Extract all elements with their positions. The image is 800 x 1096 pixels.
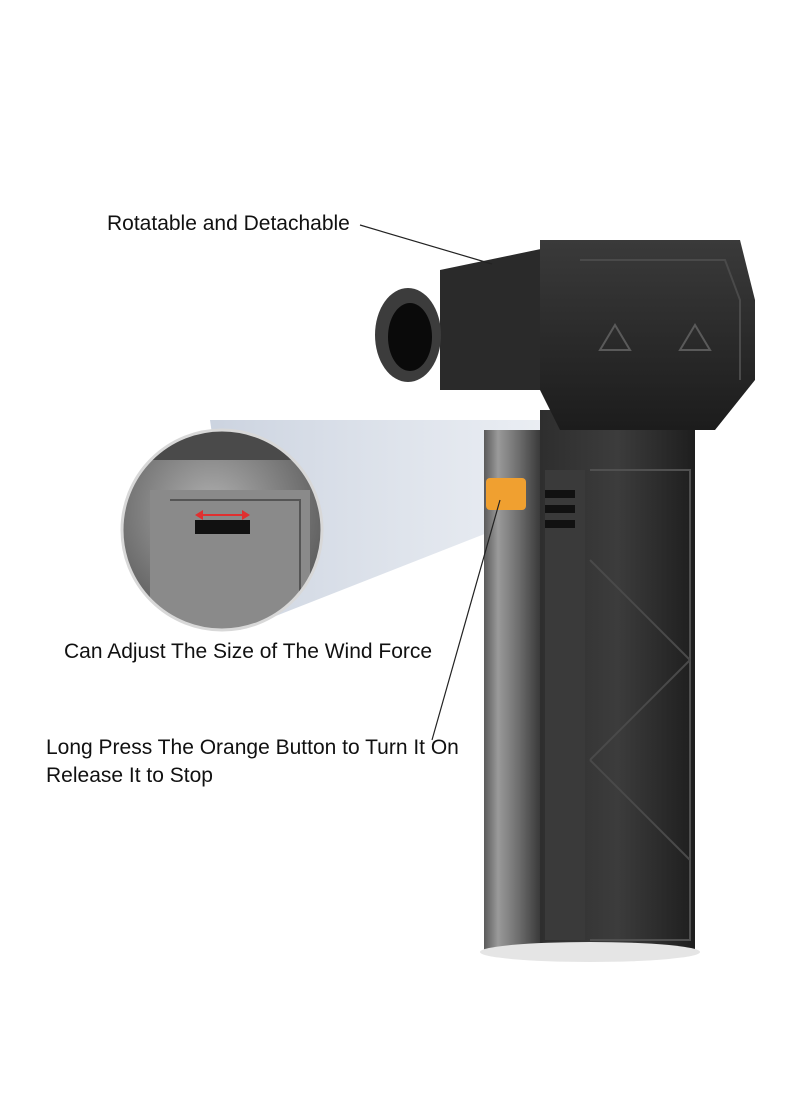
callout-press-line2: Release It to Stop <box>46 764 213 787</box>
device-body <box>480 410 700 962</box>
power-button[interactable] <box>486 478 526 510</box>
slider-arrow-icon <box>195 510 250 520</box>
callout-press-button: Long Press The Orange Button to Turn It … <box>46 734 459 790</box>
callout-wind-force: Can Adjust The Size of The Wind Force <box>64 640 433 663</box>
leader-button <box>431 499 501 741</box>
callout-rotatable: Rotatable and Detachable <box>107 212 350 235</box>
leader-rotatable <box>359 224 493 265</box>
nozzle-head <box>375 240 755 430</box>
callout-press-line1: Long Press The Orange Button to Turn It … <box>46 736 459 759</box>
